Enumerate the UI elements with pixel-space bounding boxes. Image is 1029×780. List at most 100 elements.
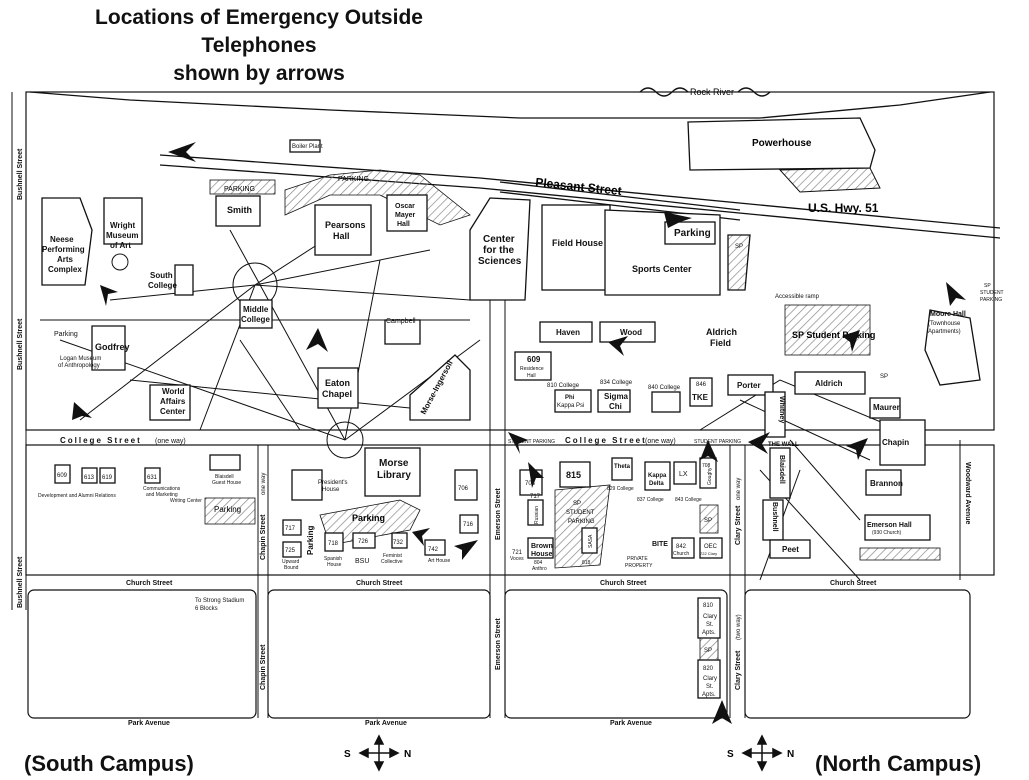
b631-label: 631 xyxy=(147,475,158,481)
b732-label: 732 xyxy=(393,540,404,546)
sigma-label-1: 834 College xyxy=(600,380,633,386)
aldrich-label: Aldrich xyxy=(815,379,843,388)
pearsons-label: Pearsons xyxy=(325,220,366,230)
sp-label: SP xyxy=(704,518,712,524)
boiler-plant-label: Boiler Plant xyxy=(292,144,323,150)
emergency-phone-arrow xyxy=(664,212,692,228)
b717-label-2: 717 xyxy=(530,494,541,500)
emergency-phone-arrow xyxy=(846,438,868,460)
porter-building xyxy=(727,374,774,396)
b706-label: 706 xyxy=(458,486,469,492)
phi-kappa-psi-building xyxy=(554,389,592,413)
powerhouse-building xyxy=(687,117,876,171)
anthro-label: Anthro xyxy=(532,566,547,572)
map-title-line-2: shown by arrows xyxy=(173,62,345,85)
parking-label-vertical: Parking xyxy=(306,526,315,555)
maurer-label: Maurer xyxy=(873,403,900,412)
b721-label: 721 xyxy=(512,550,523,556)
godfrey-label: Godfrey xyxy=(95,342,130,352)
world-affairs-label-1: World xyxy=(162,387,185,396)
writing-center-label: Writing Center xyxy=(170,498,202,504)
neese-label-3: Arts xyxy=(57,255,74,264)
brannon-building xyxy=(865,469,902,496)
church-street-label-3: Church Street xyxy=(600,580,647,587)
oscar-label-3: Hall xyxy=(397,221,410,228)
presidents-house-building xyxy=(291,469,323,501)
college-street-label-2: College Street xyxy=(565,436,647,445)
parking-lot xyxy=(209,179,276,195)
pearsons-building xyxy=(314,204,372,256)
morse-library-label-2: Library xyxy=(377,470,411,481)
compass-north xyxy=(741,734,783,772)
b609-building xyxy=(54,464,71,484)
godfrey-building xyxy=(91,325,126,371)
maurer-building xyxy=(869,397,901,419)
oec-building xyxy=(699,537,723,559)
the-wall-label: THE WALL xyxy=(768,442,799,448)
parking-label: Parking xyxy=(214,505,241,514)
sigma-chi-building xyxy=(597,389,631,413)
theta-building xyxy=(611,457,633,481)
woodward-avenue-label: Woodward Avenue xyxy=(964,462,971,524)
oscar-label-1: Oscar xyxy=(395,203,415,210)
parking-label: Parking xyxy=(54,331,78,338)
map-title: Locations of Emergency Outside Telephone… xyxy=(36,4,482,88)
phi-label-2: Phi xyxy=(565,395,575,401)
park-avenue-label-2: Park Avenue xyxy=(365,720,407,727)
voces-label: Voces xyxy=(510,556,524,562)
bushnell-label: Bushnell xyxy=(771,502,778,532)
moore-label-2: (Townhouse xyxy=(928,321,961,327)
russian-house-label: Russian xyxy=(534,506,540,524)
b804-label: 804 xyxy=(534,560,543,566)
moore-hall-building xyxy=(924,309,981,386)
moore-label-3: Apartments) xyxy=(928,329,961,335)
world-affairs-label-2: Affairs xyxy=(160,397,186,406)
bushnell-street-label: Bushnell Street xyxy=(17,148,24,200)
bushnell-street-label-2: Bushnell Street xyxy=(17,318,24,370)
morse-library-building xyxy=(364,447,421,497)
brannon-label: Brannon xyxy=(870,479,903,488)
emergency-phone-arrows xyxy=(72,142,966,724)
aldrich-building xyxy=(794,371,866,395)
presidents-label-2: House xyxy=(322,487,340,493)
oscar-label-2: Mayer xyxy=(395,212,416,219)
sasa-house-building xyxy=(581,527,598,554)
wright-label-1: Wright xyxy=(110,221,136,230)
b619-building xyxy=(99,467,116,484)
wood-building xyxy=(599,321,656,343)
whitney-label: Whitney xyxy=(778,396,785,423)
emergency-phone-arrow xyxy=(748,432,770,454)
b609-label: 609 xyxy=(57,473,68,479)
center-for-sciences-building xyxy=(469,197,531,301)
b619-label: 619 xyxy=(102,475,113,481)
eaton-chapel-label-1: Eaton xyxy=(325,378,350,388)
spanish-house-label-1: Spanish xyxy=(324,556,342,562)
block-north-middle xyxy=(504,589,728,719)
b613-building xyxy=(81,467,98,484)
oscar-mayer-building xyxy=(386,194,428,232)
clary-st-label-2: St. xyxy=(706,622,714,628)
church-label: Church xyxy=(673,551,689,557)
b718-building xyxy=(324,532,344,552)
b716-label: 716 xyxy=(463,522,474,528)
art-house-label: Art House xyxy=(428,558,450,564)
phi-label-3: Kappa Psi xyxy=(557,403,584,409)
compass-n-label-2: N xyxy=(787,749,794,760)
student-parking-label-2: STUDENT PARKING xyxy=(508,439,555,445)
clary-street-label-2: Clary Street xyxy=(735,650,742,690)
emergency-phone-arrow xyxy=(72,402,92,420)
one-way-label-3: one way xyxy=(261,473,267,495)
wright-label-3: of Art xyxy=(110,241,131,250)
private-property-label-2: PROPERTY xyxy=(625,563,653,569)
compass-s-label-2: S xyxy=(727,749,734,760)
b726-label: 726 xyxy=(358,539,369,545)
college-street-label: College Street xyxy=(60,436,142,445)
dev-alumni-label: Development and Alumni Relations xyxy=(38,493,116,499)
emergency-phone-arrow xyxy=(842,330,860,352)
b742-label: 742 xyxy=(428,547,439,553)
emerson-street-label: Emerson Street xyxy=(495,488,502,540)
res-609-label-1: 609 xyxy=(527,355,541,364)
block-south-middle xyxy=(267,589,491,719)
tke-label-1: 846 xyxy=(696,382,707,388)
